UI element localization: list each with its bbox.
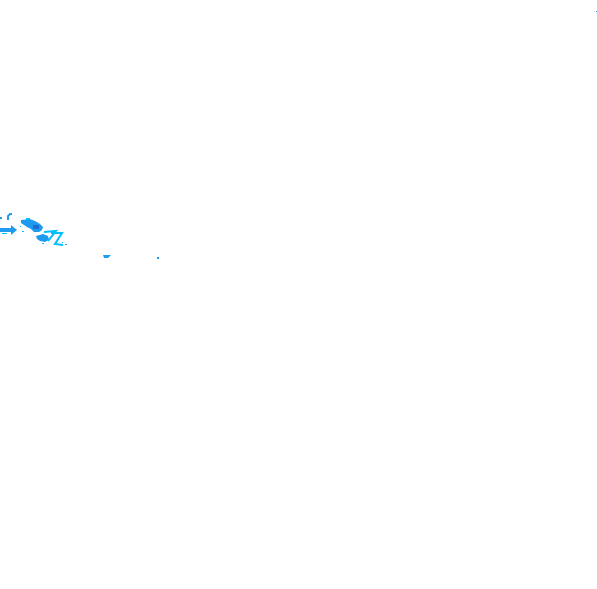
bar [0,228,12,232]
z-lower [51,232,64,246]
head [11,225,17,235]
z-shape-dots [58,239,67,245]
hook-mark-left-edge [0,213,12,220]
dash [103,255,111,258]
speck [157,257,159,259]
arrow-bar-left [0,228,12,234]
dot [58,239,59,240]
blob-core [33,225,39,229]
dot [20,226,21,227]
blob-tail-lower [36,234,49,244]
dot [65,244,67,245]
tail-dot [42,243,44,244]
z-shape-strokes [43,229,64,246]
z-upper [43,229,59,242]
central-blob [21,218,43,232]
blob-cap [26,218,30,220]
tail-shape [36,234,49,242]
hook-dot [0,217,2,219]
bar-underline [2,233,7,234]
lower-dash-left [103,255,111,258]
dot [62,242,63,243]
arrow-head-left [11,225,17,235]
lower-speck-right [157,257,159,259]
hook-stroke [7,213,12,220]
dot [22,231,24,232]
